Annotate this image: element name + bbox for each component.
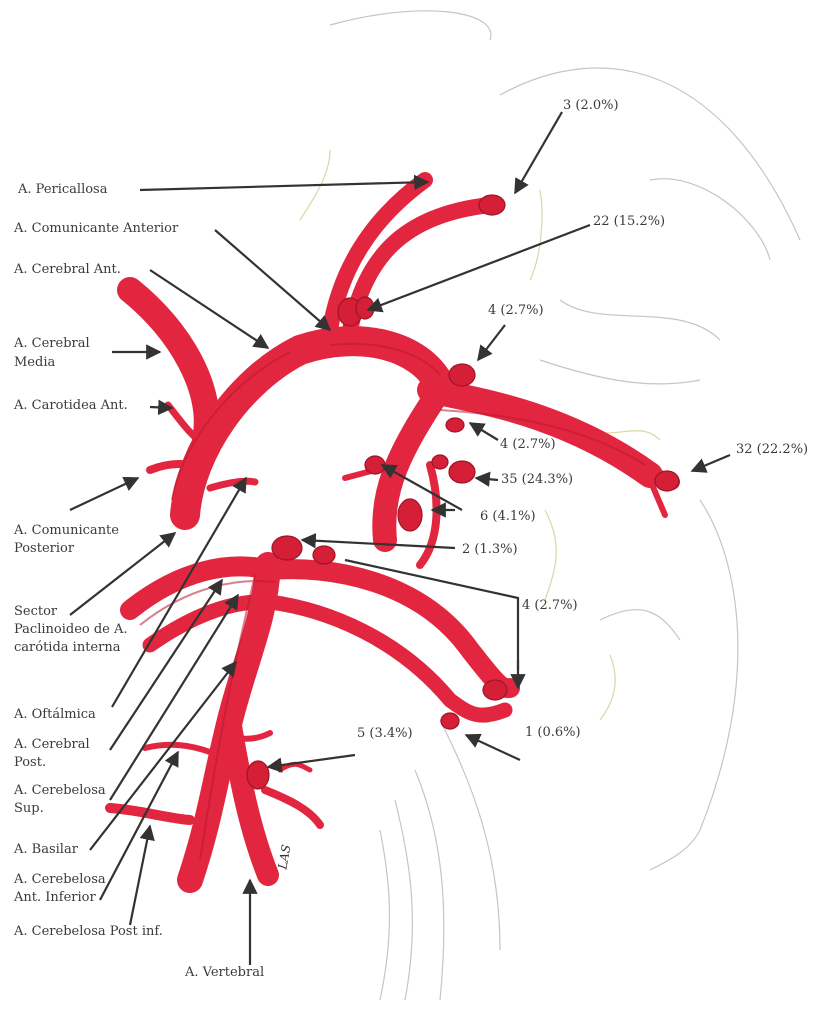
label-sector-line2: Paclinoideo de A. [14, 622, 128, 638]
aneurysm-sacs [247, 195, 679, 789]
count-mca-mid: 4 (2.7%) [500, 437, 556, 453]
label-cerebral-media-line1: A. Cerebral [14, 336, 90, 352]
count-comunicante-anterior: 22 (15.2%) [593, 214, 665, 230]
count-pca: 4 (2.7%) [522, 598, 578, 614]
count-mca-bifurcation: 32 (22.2%) [736, 442, 808, 458]
count-pericallosa-distal: 3 (2.0%) [563, 98, 619, 114]
artery-tree [110, 180, 672, 880]
label-comunicante-post-line2: Posterior [14, 541, 74, 557]
label-cerebral-post-line1: A. Cerebral [14, 737, 90, 753]
label-sector-line1: Sector [14, 604, 57, 620]
count-basilar-tip: 2 (1.3%) [462, 542, 518, 558]
label-cerebelosa-sup-line2: Sup. [14, 801, 44, 817]
label-cerebral-media-line2: Media [14, 355, 55, 371]
label-cerebelosa-ai-line2: Ant. Inferior [14, 890, 96, 906]
label-oftalmica: A. Oftálmica [14, 707, 96, 723]
count-pca-distal: 1 (0.6%) [525, 725, 581, 741]
label-basilar: A. Basilar [14, 842, 78, 858]
label-cerebral-ant: A. Cerebral Ant. [14, 262, 121, 278]
label-sector-line3: carótida interna [14, 640, 120, 656]
count-sca: 5 (3.4%) [357, 726, 413, 742]
count-comunicante-posterior: 6 (4.1%) [480, 509, 536, 525]
label-cerebral-post-line2: Post. [14, 755, 46, 771]
label-carotidea-ant: A. Carotidea Ant. [14, 398, 128, 414]
label-comunicante-post-line1: A. Comunicante [14, 523, 119, 539]
label-comunicante-anterior: A. Comunicante Anterior [14, 221, 178, 237]
label-cerebelosa-post-inf: A. Cerebelosa Post inf. [14, 924, 163, 940]
count-carotid-bifurcation: 35 (24.3%) [501, 472, 573, 488]
label-vertebral: A. Vertebral [185, 965, 264, 981]
count-mca-upper: 4 (2.7%) [488, 303, 544, 319]
label-cerebelosa-ai-line1: A. Cerebelosa [14, 872, 106, 888]
label-pericallosa: A. Pericallosa [18, 182, 107, 198]
label-cerebelosa-sup-line1: A. Cerebelosa [14, 783, 106, 799]
